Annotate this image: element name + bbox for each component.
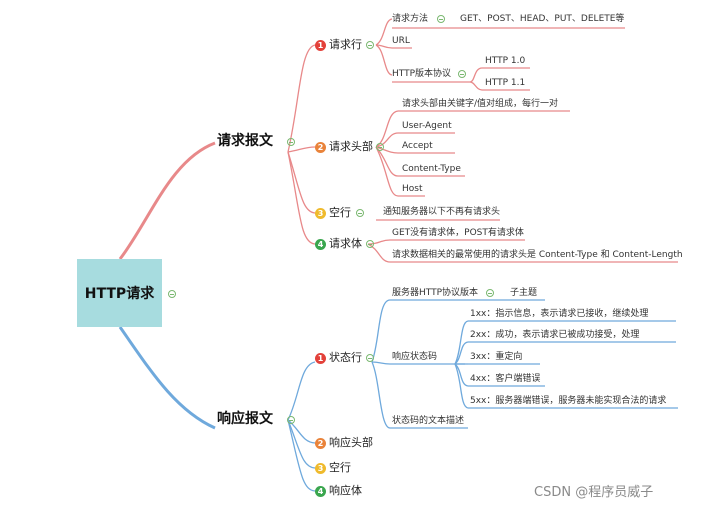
status-code-item[interactable]: 5xx：服务器端错误，服务器未能实现合法的请求 — [470, 396, 667, 406]
collapse-icon[interactable] — [437, 15, 445, 23]
number-badge-icon: 3 — [315, 207, 326, 219]
watermark: CSDN @程序员威子 — [534, 485, 654, 500]
request-header-desc[interactable]: 请求头部由关键字/值对组成，每行一对 — [402, 99, 559, 109]
number-badge-icon: 4 — [315, 238, 326, 250]
request-body-note[interactable]: GET没有请求体，POST有请求体 — [392, 228, 524, 238]
status-code-item[interactable]: 3xx：重定向 — [470, 352, 523, 362]
server-http-version[interactable]: 服务器HTTP协议版本 — [392, 288, 479, 298]
request-method-label[interactable]: 请求方法 — [392, 14, 429, 24]
status-code-label[interactable]: 响应状态码 — [392, 352, 438, 362]
header-item[interactable]: Content-Type — [402, 164, 461, 174]
number-badge-icon: 3 — [315, 462, 326, 474]
collapse-icon[interactable] — [366, 240, 374, 248]
request-message-label[interactable]: 请求报文 — [217, 133, 273, 149]
collapse-icon[interactable] — [376, 143, 384, 151]
link-request-body — [287, 151, 316, 245]
collapse-icon[interactable] — [356, 209, 364, 217]
number-badge-icon: 4 — [315, 485, 326, 497]
collapse-icon[interactable] — [458, 70, 466, 78]
number-badge-icon: 1 — [315, 39, 326, 51]
root-node[interactable]: HTTP请求 — [77, 259, 162, 327]
collapse-icon[interactable] — [486, 289, 494, 297]
request-blank-desc[interactable]: 通知服务器以下不再有请求头 — [383, 207, 501, 217]
link-response-status — [287, 361, 316, 421]
collapse-icon[interactable] — [287, 416, 295, 424]
http-version-label[interactable]: HTTP版本协议 — [392, 69, 452, 79]
link-root-request — [118, 141, 216, 260]
number-badge-icon: 2 — [315, 437, 326, 449]
header-item[interactable]: User-Agent — [402, 121, 452, 131]
http-1-1[interactable]: HTTP 1.1 — [485, 78, 526, 88]
response-message-label[interactable]: 响应报文 — [217, 411, 273, 427]
link-request-line — [287, 44, 316, 153]
status-code-item[interactable]: 1xx：指示信息，表示请求已接收，继续处理 — [470, 309, 649, 319]
header-item[interactable]: Accept — [402, 141, 433, 151]
status-code-item[interactable]: 4xx：客户端错误 — [470, 374, 541, 384]
link-root-response — [118, 326, 216, 430]
number-badge-icon: 1 — [315, 352, 326, 364]
status-code-item[interactable]: 2xx：成功，表示请求已被成功接受，处理 — [470, 330, 640, 340]
status-text-desc[interactable]: 状态码的文本描述 — [392, 416, 465, 426]
link-response-body — [287, 419, 316, 492]
link-request-header — [287, 146, 316, 153]
number-badge-icon: 2 — [315, 141, 326, 153]
http-1-0[interactable]: HTTP 1.0 — [485, 56, 526, 66]
root-label: HTTP请求 — [84, 286, 155, 302]
collapse-icon[interactable] — [366, 41, 374, 49]
collapse-icon[interactable] — [366, 354, 374, 362]
request-body-note[interactable]: 请求数据相关的最常使用的请求头是 Content-Type 和 Content-… — [392, 250, 683, 260]
request-methods[interactable]: GET、POST、HEAD、PUT、DELETE等 — [460, 14, 625, 24]
collapse-icon[interactable] — [168, 290, 176, 298]
collapse-icon[interactable] — [287, 138, 295, 146]
header-item[interactable]: Host — [402, 184, 423, 194]
link-response-blank — [287, 419, 316, 469]
link-request-blank — [287, 151, 316, 214]
url-label[interactable]: URL — [392, 36, 410, 46]
subtopic[interactable]: 子主题 — [510, 288, 538, 298]
